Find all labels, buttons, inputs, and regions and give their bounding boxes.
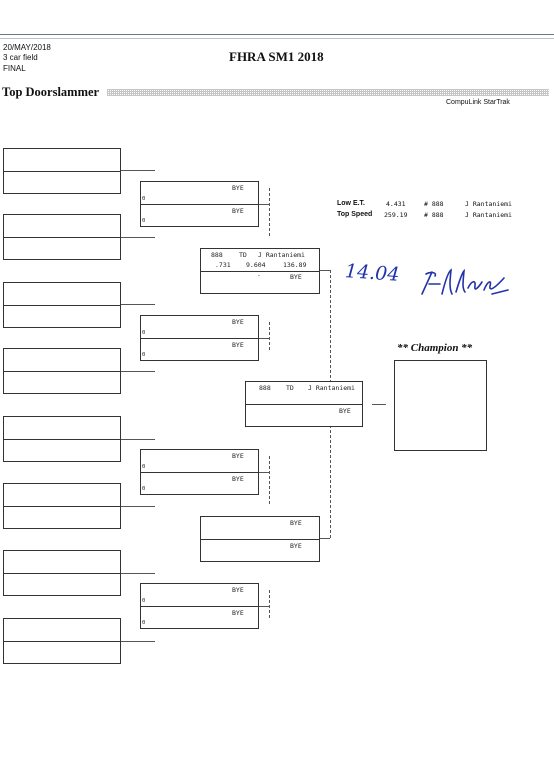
- zero-text: 0: [142, 196, 146, 202]
- title-dotted-rule: [107, 89, 549, 96]
- connector: [269, 590, 270, 618]
- champion-box: [394, 360, 487, 451]
- car-number: 888: [259, 384, 271, 392]
- driver-name: J Rantaniemi: [308, 384, 355, 392]
- zero-text: 0: [142, 464, 146, 470]
- bye-text: BYE: [232, 475, 244, 483]
- bye-text: BYE: [232, 586, 244, 594]
- low-et-driver: J Rantaniemi: [465, 200, 512, 208]
- round1-match-4: [3, 348, 121, 394]
- round1-match-5: [3, 416, 121, 462]
- connector: [372, 404, 386, 405]
- dot-mark: .: [257, 270, 261, 278]
- zero-text: 0: [142, 218, 146, 224]
- elapsed-time: 9.604: [246, 261, 266, 269]
- timing-system: CompuLink StarTrak: [446, 99, 510, 106]
- bye-text: BYE: [232, 207, 244, 215]
- handwritten-time: 14.04: [344, 260, 401, 286]
- round1-match-8: [3, 618, 121, 664]
- speed: 136.89: [283, 261, 307, 269]
- date-text: 20/MAY/2018: [3, 43, 51, 52]
- bye-text: BYE: [232, 341, 244, 349]
- round1-match-3: [3, 282, 121, 328]
- connector: [121, 304, 155, 305]
- round2-match-1: BYE 0 BYE 0: [140, 181, 259, 227]
- top-speed-value: 259.19: [384, 211, 408, 219]
- bye-text: BYE: [339, 407, 351, 415]
- round2-match-3: BYE 0 BYE 0: [140, 449, 259, 495]
- connector: [259, 338, 269, 339]
- connector: [269, 322, 270, 350]
- low-et-car: # 888: [424, 200, 444, 208]
- connector: [259, 204, 269, 205]
- connector: [121, 439, 155, 440]
- class-name: Top Doorslammer: [2, 85, 100, 99]
- round-text: FINAL: [3, 64, 26, 73]
- round1-match-6: [3, 483, 121, 529]
- bye-text: BYE: [232, 318, 244, 326]
- bye-text: BYE: [290, 542, 302, 550]
- top-rule: [0, 34, 554, 39]
- connector: [121, 573, 155, 574]
- bye-text: BYE: [290, 519, 302, 527]
- connector: [121, 237, 155, 238]
- round1-match-2: [3, 214, 121, 260]
- connector: [259, 606, 269, 607]
- round2-match-4: BYE 0 BYE 0: [140, 583, 259, 629]
- round1-match-7: [3, 550, 121, 596]
- reaction-time: .731: [215, 261, 231, 269]
- signature-image: [421, 268, 509, 295]
- connector: [121, 170, 155, 171]
- zero-text: 0: [142, 486, 146, 492]
- bye-text: BYE: [232, 609, 244, 617]
- bye-text: BYE: [232, 184, 244, 192]
- connector: [269, 188, 270, 236]
- class-code: TD: [286, 384, 294, 392]
- field-size-text: 3 car field: [3, 53, 38, 62]
- event-title: FHRA SM1 2018: [229, 49, 324, 64]
- round2-match-2: BYE 0 BYE 0: [140, 315, 259, 361]
- round1-match-1: [3, 148, 121, 194]
- champion-label: ** Champion **: [397, 342, 473, 354]
- semifinal-match-1: 888 TD J Rantaniemi .731 9.604 136.89 . …: [200, 248, 320, 294]
- final-match: 888 TD J Rantaniemi BYE: [245, 381, 363, 427]
- car-number: 888: [211, 251, 223, 259]
- semifinal-match-2: BYE BYE: [200, 516, 320, 562]
- driver-name: J Rantaniemi: [258, 251, 305, 259]
- zero-text: 0: [142, 330, 146, 336]
- class-code: TD: [239, 251, 247, 259]
- zero-text: 0: [142, 620, 146, 626]
- connector: [121, 371, 155, 372]
- bye-text: BYE: [232, 452, 244, 460]
- top-speed-driver: J Rantaniemi: [465, 211, 512, 219]
- connector: [320, 270, 330, 271]
- zero-text: 0: [142, 352, 146, 358]
- connector: [121, 506, 155, 507]
- connector: [320, 538, 330, 539]
- low-et-value: 4.431: [386, 200, 406, 208]
- low-et-label: Low E.T.: [337, 200, 365, 207]
- zero-text: 0: [142, 598, 146, 604]
- top-speed-car: # 888: [424, 211, 444, 219]
- connector: [121, 641, 155, 642]
- top-speed-label: Top Speed: [337, 211, 373, 218]
- connector: [269, 456, 270, 504]
- bye-text: BYE: [290, 273, 302, 281]
- connector: [259, 472, 269, 473]
